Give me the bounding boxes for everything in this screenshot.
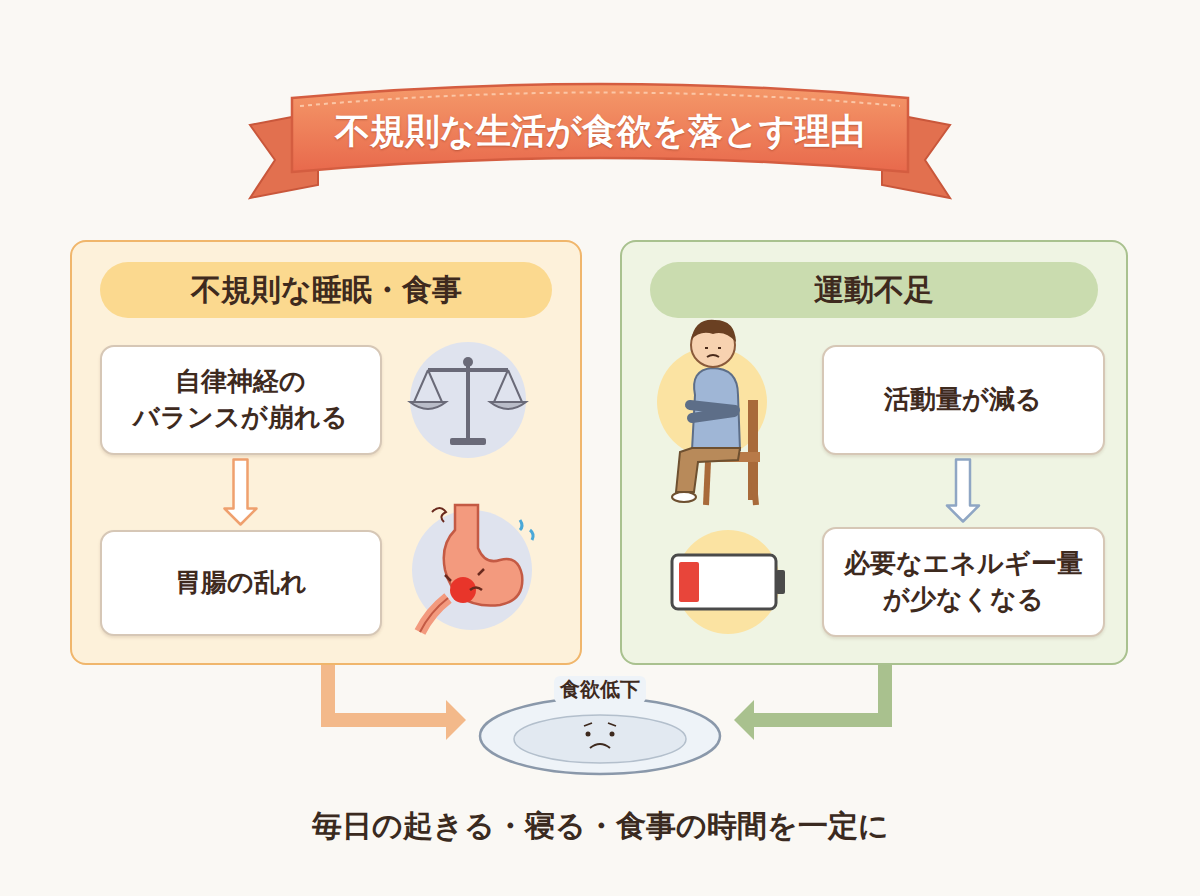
callout-box: 胃腸の乱れ: [100, 530, 382, 636]
hollow-arrow: [225, 460, 257, 525]
arrow-head: [734, 700, 754, 740]
callout-text: 胃腸の乱れ: [175, 565, 307, 600]
callout-box: 活動量が減る: [822, 345, 1105, 455]
category-panel: 運動不足活動量が減る必要なエネルギー量が少なくなる: [620, 240, 1128, 665]
stomach-icon: [412, 505, 533, 632]
connector-line: [328, 665, 446, 720]
flow-arrow: [734, 665, 885, 740]
inactive-person-icon: [657, 320, 767, 505]
flow-arrow: [947, 460, 979, 522]
plate-node: 食欲低下: [478, 676, 722, 776]
panel-heading: 運動不足: [650, 262, 1098, 318]
callout-text: 活動量が減る: [884, 382, 1042, 417]
category-panel: 不規則な睡眠・食事自律神経の バランスが崩れる胃腸の乱れ: [70, 240, 582, 665]
flow-arrow: [225, 460, 257, 525]
low-battery-icon: [672, 530, 785, 634]
title-text: 不規則な生活が食欲を落とす理由: [300, 96, 900, 166]
plate-label: 食欲低下: [554, 676, 646, 703]
callout-text: 自律神経の バランスが崩れる: [114, 364, 368, 434]
arrow-head: [446, 700, 466, 740]
panel-ground: [70, 240, 582, 665]
connector-line: [754, 665, 885, 720]
panel-heading: 不規則な睡眠・食事: [100, 262, 552, 318]
callout-text: 必要なエネルギー量が少なくなる: [836, 546, 1091, 616]
hollow-arrow: [947, 460, 979, 522]
callout-box: 必要なエネルギー量が少なくなる: [822, 527, 1105, 637]
ribbon-banner: [292, 84, 908, 172]
balance-scale-icon: [410, 342, 526, 458]
caption-text: 毎日の起きる・寝る・食事の時間を一定に: [100, 806, 1100, 847]
flow-arrow: [328, 665, 466, 740]
panel-ground: [620, 240, 1128, 665]
ribbon-stitch: [300, 93, 900, 107]
callout-box: 自律神経の バランスが崩れる: [100, 345, 382, 455]
